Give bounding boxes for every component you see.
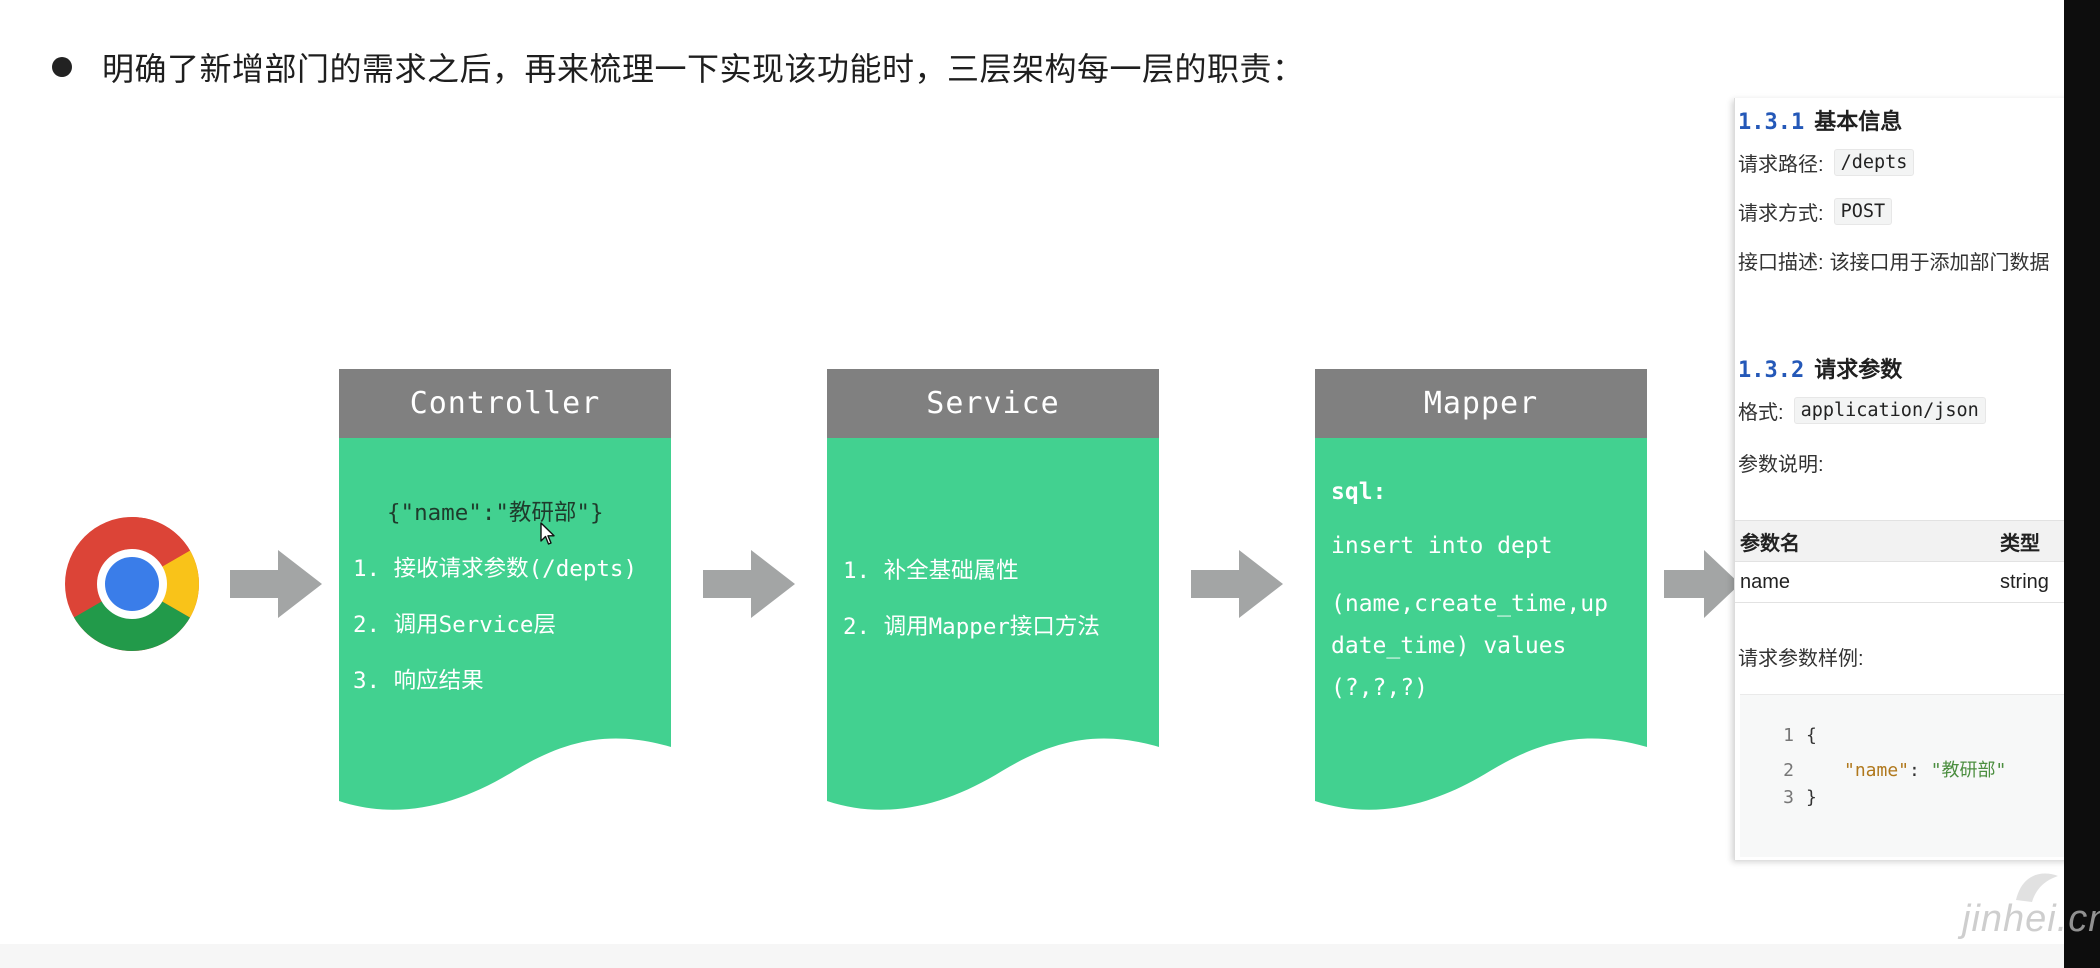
param-desc-label: 参数说明: bbox=[1738, 454, 1824, 476]
api-doc-panel: 1.3.1 基本信息 请求路径: /depts 请求方式: POST 接口描述: … bbox=[1734, 98, 2099, 860]
code-string: "教研部" bbox=[1930, 760, 2007, 781]
column-header: 参数名 bbox=[1735, 520, 1995, 562]
line-number: 3 bbox=[1783, 787, 1794, 808]
description-value: 该接口用于添加部门数据 bbox=[1829, 252, 2050, 274]
service-step-1: 1. 补全基础属性 bbox=[843, 558, 1019, 584]
code-token: } bbox=[1806, 787, 1817, 808]
arrow-right-icon bbox=[703, 550, 795, 618]
section-number: 1.3.1 bbox=[1738, 110, 1805, 135]
section-title: 基本信息 bbox=[1814, 109, 1903, 134]
sql-line-3: date_time) values bbox=[1331, 633, 1567, 659]
code-line: 1{ bbox=[1740, 725, 1817, 746]
controller-step-1: 1. 接收请求参数(/depts) bbox=[353, 556, 638, 582]
request-path-value: /depts bbox=[1833, 149, 1915, 176]
arrow-right-icon bbox=[230, 550, 322, 618]
intro-text: 明确了新增部门的需求之后，再来梳理一下实现该功能时，三层架构每一层的职责： bbox=[102, 50, 1305, 88]
code-token: { bbox=[1806, 725, 1817, 746]
line-number: 1 bbox=[1783, 725, 1794, 746]
bottom-strip bbox=[0, 944, 2064, 968]
bullet-icon bbox=[52, 57, 72, 77]
service-layer-card: Service 1. 补全基础属性 2. 调用Mapper接口方法 bbox=[827, 369, 1159, 821]
section-request-params: 1.3.2 请求参数 bbox=[1738, 352, 1902, 384]
watermark: jinhei.cn bbox=[1962, 898, 2100, 940]
request-method-label: 请求方式: bbox=[1738, 203, 1824, 225]
format-value: application/json bbox=[1793, 397, 1986, 424]
service-step-2: 2. 调用Mapper接口方法 bbox=[843, 614, 1100, 640]
table-cell: name bbox=[1735, 561, 1995, 603]
section-title: 请求参数 bbox=[1814, 357, 1903, 382]
mapper-title: Mapper bbox=[1423, 386, 1539, 421]
mapper-layer-card: Mapper sql: insert into dept (name,creat… bbox=[1315, 369, 1647, 821]
description-line: 接口描述: 该接口用于添加部门数据 bbox=[1738, 246, 2050, 275]
table-row: name string bbox=[1735, 561, 2099, 603]
code-example-block: 1{ 2"name": "教研部" 3} bbox=[1740, 694, 2099, 857]
section-basic-info: 1.3.1 基本信息 bbox=[1738, 104, 1902, 136]
sql-line-1: insert into dept bbox=[1331, 533, 1553, 559]
controller-title: Controller bbox=[409, 386, 601, 421]
params-table: 参数名 类型 name string bbox=[1735, 520, 2099, 603]
code-line: 3} bbox=[1740, 787, 1817, 808]
section-number: 1.3.2 bbox=[1738, 358, 1805, 383]
controller-step-2: 2. 调用Service层 bbox=[353, 612, 556, 638]
request-path-line: 请求路径: /depts bbox=[1738, 148, 1915, 177]
service-title: Service bbox=[926, 386, 1060, 421]
request-path-label: 请求路径: bbox=[1738, 154, 1824, 176]
sql-label: sql: bbox=[1331, 479, 1387, 505]
sql-line-4: (?,?,?) bbox=[1331, 675, 1428, 701]
code-line: 2 "name": "教研部" bbox=[1740, 756, 2006, 782]
line-number: 2 bbox=[1783, 760, 1794, 781]
example-label: 请求参数样例: bbox=[1738, 648, 1864, 670]
request-method-value: POST bbox=[1833, 198, 1893, 225]
description-label: 接口描述: bbox=[1738, 252, 1824, 274]
request-method-line: 请求方式: POST bbox=[1738, 197, 1893, 226]
watermark-logo-icon bbox=[2016, 873, 2058, 902]
json-example: {"name":"教研部"} bbox=[387, 500, 604, 526]
screen-border bbox=[2064, 0, 2100, 968]
table-header-row: 参数名 类型 bbox=[1735, 520, 2099, 562]
controller-layer-card: Controller {"name":"教研部"} 1. 接收请求参数(/dep… bbox=[339, 369, 671, 821]
code-key: "name" bbox=[1844, 760, 1910, 781]
mouse-cursor-icon bbox=[540, 522, 555, 545]
code-colon: : bbox=[1909, 760, 1931, 781]
format-line: 格式: application/json bbox=[1738, 396, 1986, 425]
intro-line: 明确了新增部门的需求之后，再来梳理一下实现该功能时，三层架构每一层的职责： bbox=[52, 44, 1305, 90]
arrow-right-icon bbox=[1191, 550, 1283, 618]
sql-line-2: (name,create_time,up bbox=[1331, 591, 1608, 617]
arrow-right-icon bbox=[1664, 550, 1740, 618]
chrome-browser-icon bbox=[65, 517, 199, 651]
controller-step-3: 3. 响应结果 bbox=[353, 668, 484, 694]
format-label: 格式: bbox=[1738, 402, 1784, 424]
